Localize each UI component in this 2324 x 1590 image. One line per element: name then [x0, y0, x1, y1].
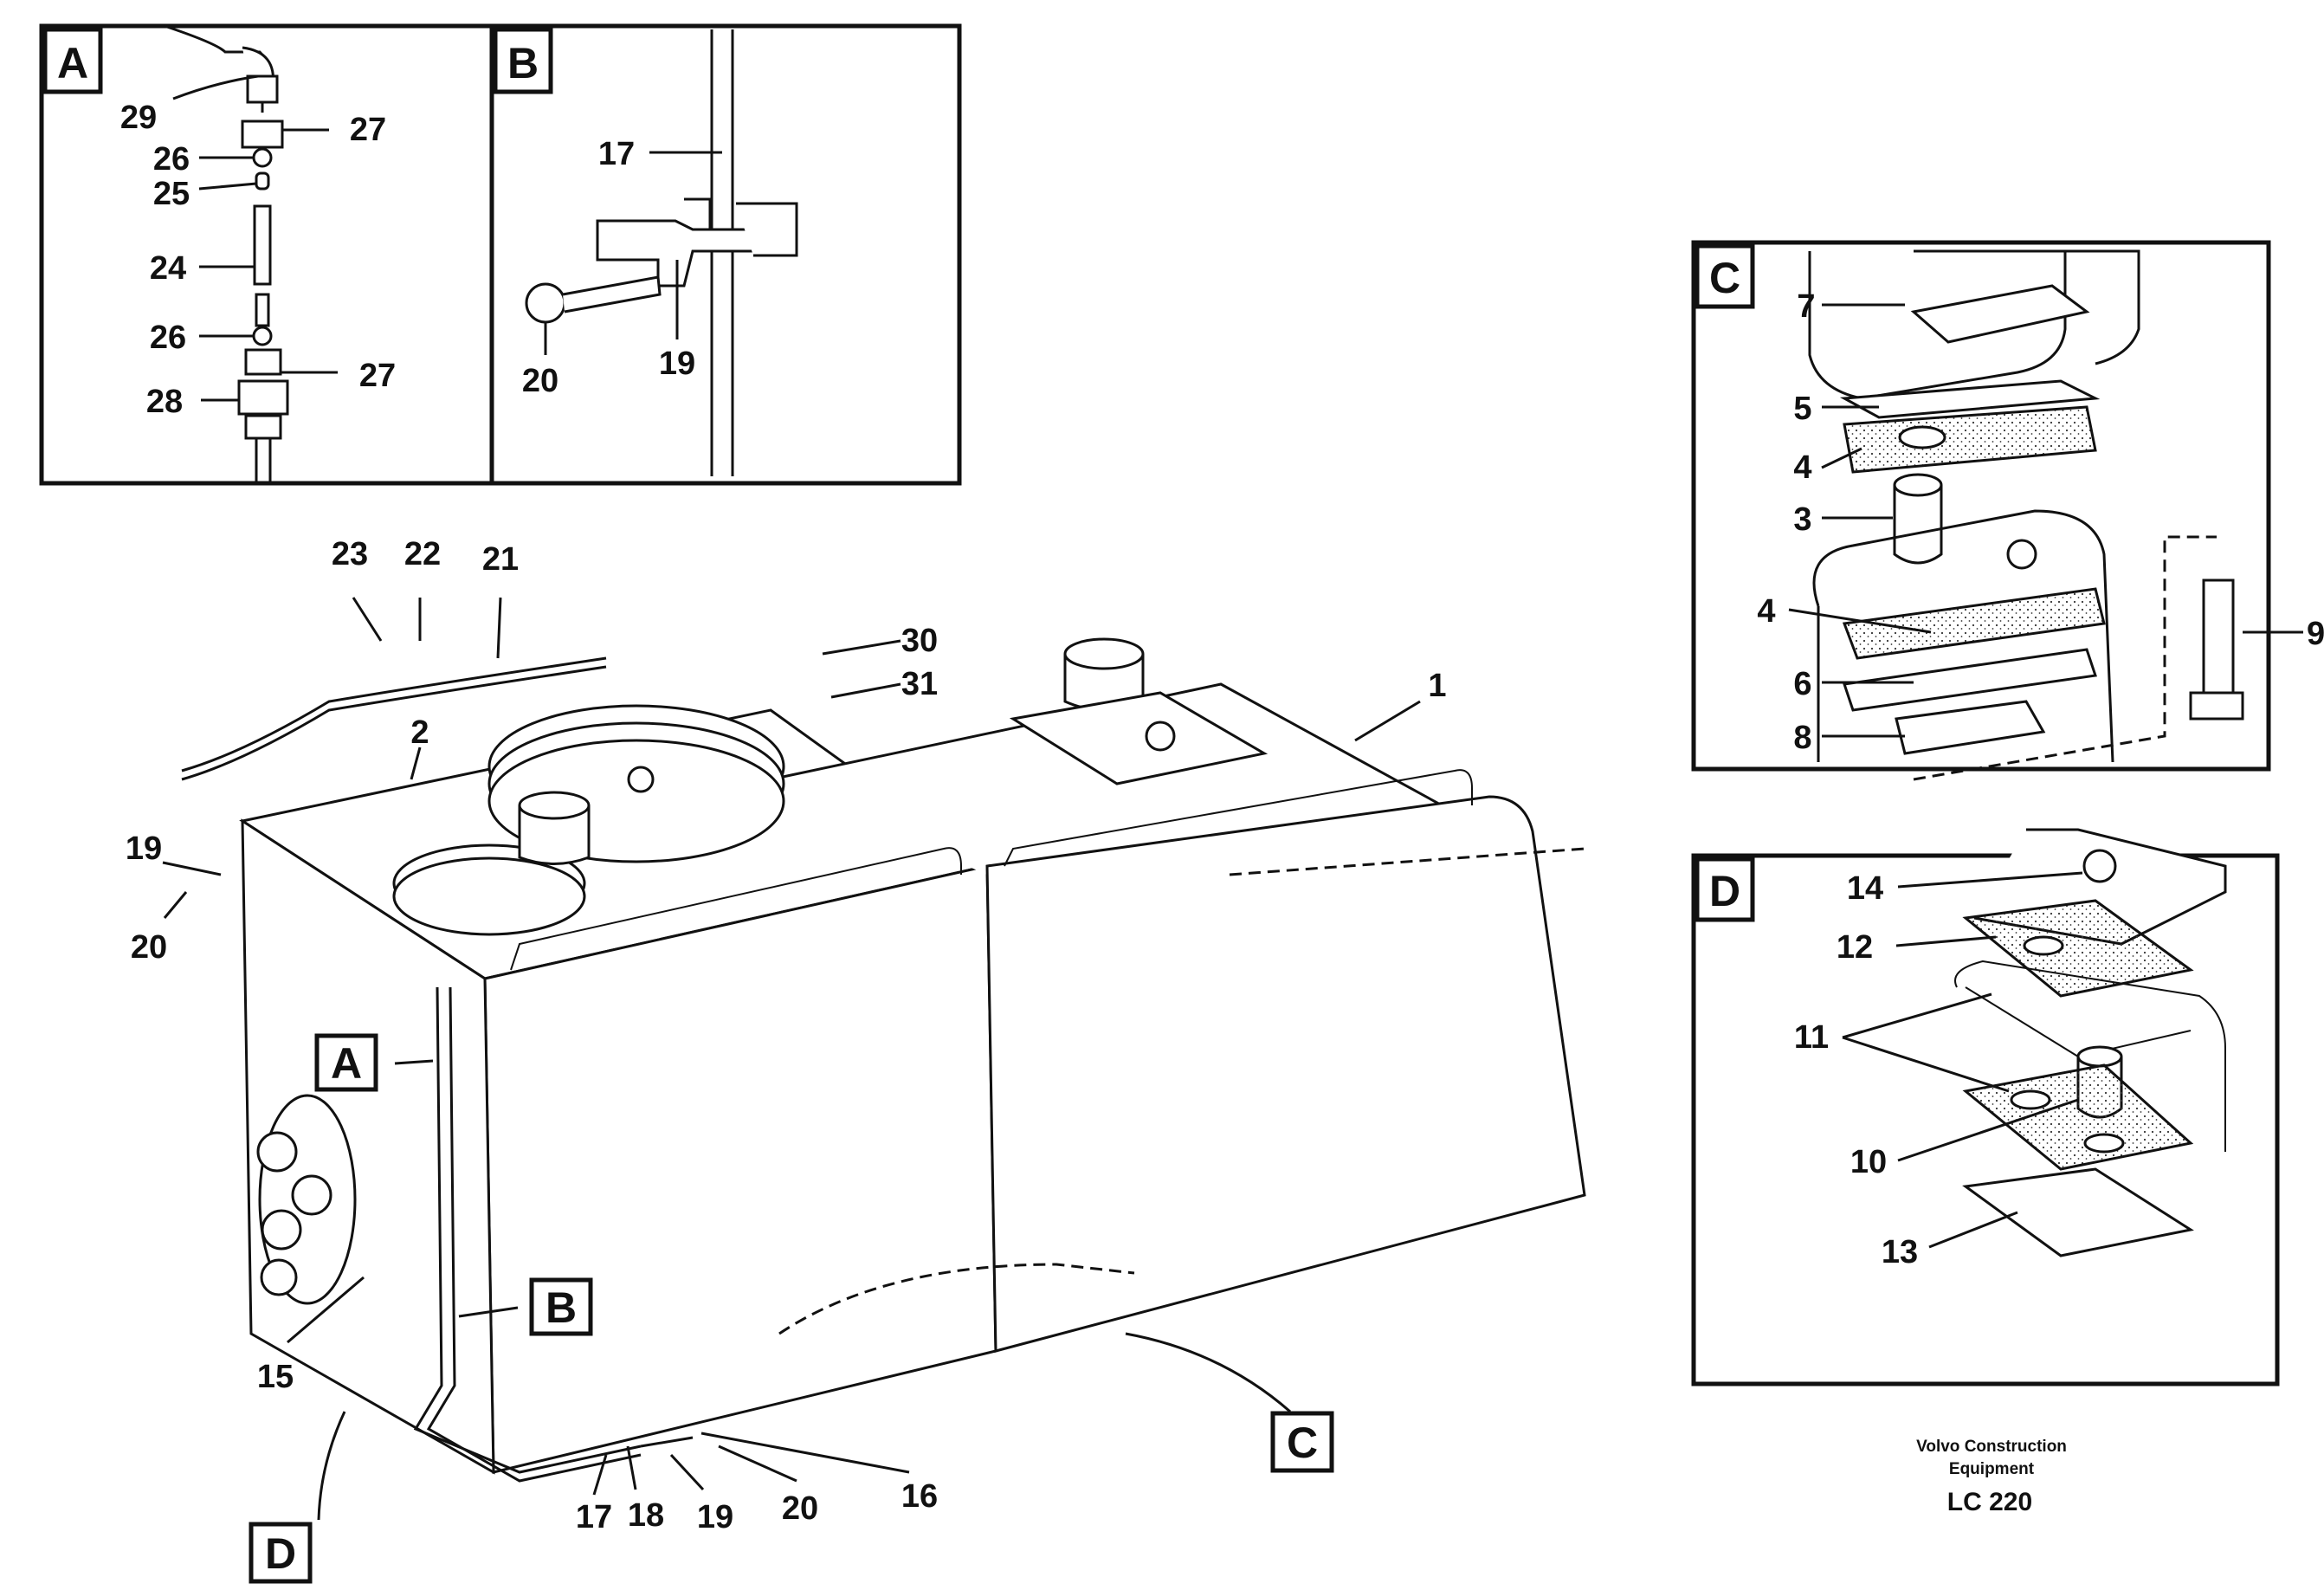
callout-20: 20 [131, 929, 167, 966]
callout-17: 17 [598, 136, 635, 172]
tank-main-view [181, 637, 1586, 1483]
callout-27: 27 [359, 358, 396, 394]
callout-1: 1 [1428, 668, 1446, 704]
main-view-leaders [162, 597, 1421, 1521]
detail-c-tag-box [1695, 243, 1755, 309]
callout-28: 28 [146, 384, 183, 420]
detail-b-tag-box [493, 27, 553, 94]
callout-11: 11 [1794, 1019, 1829, 1056]
callout-4: 4 [1757, 593, 1775, 630]
company-name-line2: Equipment [1949, 1460, 2035, 1478]
main-view-section-tags: A B C D [249, 1033, 1334, 1584]
callout-31: 31 [901, 666, 938, 702]
detail-b-panel: B 17 20 19 [489, 23, 962, 486]
detail-d-panel: D 14 12 11 10 13 [1691, 828, 2280, 1386]
callout-14: 14 [1847, 870, 1883, 907]
callout-4: 4 [1793, 449, 1811, 486]
callout-12: 12 [1837, 929, 1873, 966]
section-tag-d-box [249, 1522, 313, 1584]
callout-19: 19 [697, 1499, 733, 1535]
detail-d-tag-box [1695, 856, 1755, 922]
callout-2: 2 [410, 714, 429, 751]
callout-3: 3 [1793, 501, 1811, 538]
detail-a-tag-box [42, 27, 103, 94]
callout-25: 25 [153, 176, 190, 212]
footer: Volvo Construction Equipment LC 220 [1916, 1438, 2067, 1516]
callout-19: 19 [126, 831, 162, 867]
callout-29: 29 [120, 100, 157, 136]
callout-8: 8 [1793, 720, 1811, 756]
section-tag-b: B [545, 1283, 577, 1332]
section-tag-a: A [331, 1039, 362, 1088]
callout-13: 13 [1882, 1234, 1918, 1270]
callout-27: 27 [350, 112, 386, 148]
callout-9: 9 [2307, 616, 2324, 652]
callout-20: 20 [522, 363, 558, 399]
callout-7: 7 [1797, 288, 1815, 325]
callout-16: 16 [901, 1478, 938, 1515]
section-tag-a-box [314, 1033, 378, 1092]
callout-26: 26 [153, 141, 190, 178]
callout-21: 21 [482, 541, 519, 578]
callout-15: 15 [257, 1359, 294, 1395]
detail-d-tag: D [1709, 867, 1740, 915]
callout-24: 24 [150, 250, 186, 287]
callout-18: 18 [628, 1497, 664, 1534]
detail-b-tag: B [507, 39, 539, 87]
section-tag-c-box [1270, 1411, 1334, 1473]
callout-20: 20 [782, 1490, 818, 1527]
model-label: LC 220 [1947, 1488, 2032, 1516]
company-name-line1: Volvo Construction [1916, 1438, 2067, 1456]
detail-c-tag: C [1709, 254, 1740, 302]
section-tag-c: C [1287, 1419, 1318, 1467]
callout-5: 5 [1793, 391, 1811, 427]
section-tag-d: D [265, 1529, 296, 1578]
callout-26: 26 [150, 320, 186, 356]
callout-10: 10 [1850, 1144, 1887, 1180]
callout-22: 22 [404, 536, 441, 572]
detail-a-tag: A [57, 39, 88, 87]
detail-c-panel: C 7 5 4 3 4 6 [1691, 240, 2324, 781]
callout-6: 6 [1793, 666, 1811, 702]
section-tag-b-box [529, 1277, 593, 1336]
main-view-callouts: 1 2 15 16 17 18 19 19 20 20 21 22 23 30 … [126, 536, 1447, 1535]
callout-19: 19 [659, 346, 695, 382]
callout-17: 17 [576, 1499, 612, 1535]
callout-23: 23 [332, 536, 368, 572]
callout-30: 30 [901, 623, 938, 659]
detail-a-panel: A 29 27 26 25 24 26 27 28 [39, 23, 494, 486]
